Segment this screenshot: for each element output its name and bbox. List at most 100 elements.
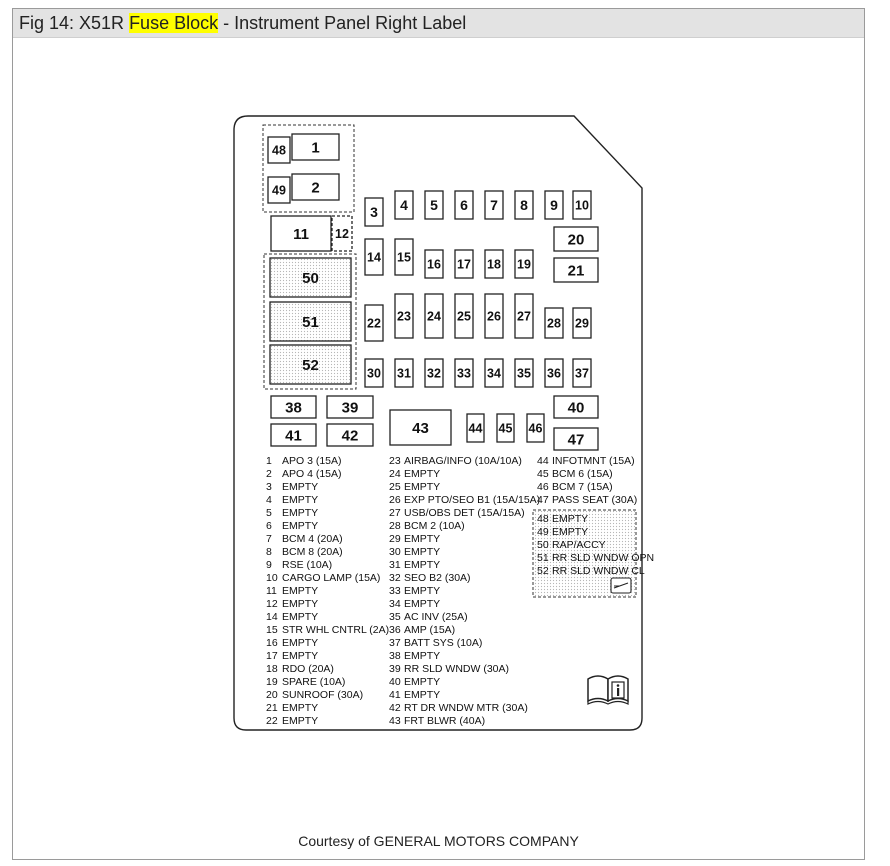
fuse-25: 25 (454, 293, 474, 339)
legend-desc-11: EMPTY (282, 585, 318, 597)
fuse-32-label: 32 (427, 367, 441, 381)
fuse-41: 41 (270, 423, 317, 447)
fuse-41-label: 41 (285, 427, 302, 444)
fuse-43-slot (389, 409, 452, 446)
fuse-45-slot (496, 413, 515, 443)
fuse-9-slot (544, 190, 564, 220)
legend-num-11: 11 (266, 585, 277, 597)
fuse-6-slot (454, 190, 474, 220)
fuse-42-slot (326, 423, 374, 447)
legend-desc-37: BATT SYS (10A) (404, 637, 482, 649)
legend-desc-28: BCM 2 (10A) (404, 520, 465, 532)
legend-num-41: 41 (389, 689, 401, 701)
fuse-20: 20 (553, 226, 599, 252)
fuse-11: 11 (270, 215, 332, 252)
fuse-31: 31 (394, 358, 414, 388)
fuse-29-slot (572, 307, 592, 339)
fuse-36-slot (544, 358, 564, 388)
fuse-29: 29 (572, 307, 592, 339)
fuse-2-slot (291, 173, 340, 201)
fuse-2-label: 2 (311, 179, 319, 196)
legend-num-8: 8 (266, 546, 272, 558)
legend-num-31: 31 (389, 559, 401, 571)
fuse-32: 32 (424, 358, 444, 388)
fuse-47-label: 47 (568, 431, 585, 448)
legend-num-42: 42 (389, 702, 401, 714)
fuse-34: 34 (484, 358, 504, 388)
legend-desc-51: RR SLD WNDW OPN (552, 552, 654, 564)
legend-desc-21: EMPTY (282, 702, 318, 714)
fuse-40-label: 40 (568, 399, 585, 416)
fuse-1: 1 (291, 133, 340, 161)
fuse-47: 47 (553, 427, 599, 451)
fuse-6-label: 6 (460, 197, 468, 213)
legend-desc-7: BCM 4 (20A) (282, 533, 343, 545)
fuse-1-label: 1 (311, 139, 319, 156)
fuse-39-label: 39 (342, 399, 359, 416)
legend-num-34: 34 (389, 598, 401, 610)
fuse-1-slot (291, 133, 340, 161)
legend-desc-33: EMPTY (404, 585, 440, 597)
fuse-45: 45 (496, 413, 515, 443)
legend-desc-43: FRT BLWR (40A) (404, 715, 485, 727)
legend-num-6: 6 (266, 520, 272, 532)
legend-desc-16: EMPTY (282, 637, 318, 649)
legend-num-20: 20 (266, 689, 278, 701)
fuse-2: 2 (291, 173, 340, 201)
figure-title-bar: Fig 14: X51R Fuse Block - Instrument Pan… (13, 9, 864, 38)
title-suffix: - Instrument Panel Right Label (218, 13, 467, 33)
owner-manual-book-icon (587, 675, 629, 705)
fuse-4: 4 (394, 190, 414, 220)
fuse-16-slot (424, 249, 444, 279)
fuse-17: 17 (454, 249, 474, 279)
fuse-38-label: 38 (285, 399, 302, 416)
legend-desc-46: BCM 7 (15A) (552, 481, 613, 493)
fuse-7: 7 (484, 190, 504, 220)
legend-desc-23: AIRBAG/INFO (10A/10A) (404, 455, 522, 467)
fuse-27-slot (514, 293, 534, 339)
legend-num-25: 25 (389, 481, 401, 493)
legend-desc-18: RDO (20A) (282, 663, 334, 675)
fuse-10-label: 10 (575, 199, 589, 213)
legend-num-44: 44 (537, 455, 549, 467)
fuse-32-slot (424, 358, 444, 388)
fuse-18: 18 (484, 249, 504, 279)
legend-desc-35: AC INV (25A) (404, 611, 468, 623)
relay-group-50-52-border (263, 253, 357, 390)
legend-desc-5: EMPTY (282, 507, 318, 519)
fuse-28-label: 28 (547, 317, 561, 331)
fuse-9: 9 (544, 190, 564, 220)
fuse-14: 14 (364, 238, 384, 276)
fuse-50-slot (269, 257, 352, 298)
fuse-16: 16 (424, 249, 444, 279)
fuse-22-slot (364, 304, 384, 342)
fuse-9-label: 9 (550, 197, 558, 213)
legend-desc-2: APO 4 (15A) (282, 468, 342, 480)
legend-desc-14: EMPTY (282, 611, 318, 623)
legend-num-35: 35 (389, 611, 401, 623)
fuse-15-slot (394, 238, 414, 276)
legend-desc-49: EMPTY (552, 526, 588, 538)
courtesy-credit: Courtesy of GENERAL MOTORS COMPANY (298, 833, 579, 849)
fuse-48-label: 48 (272, 144, 286, 158)
legend-num-43: 43 (389, 715, 401, 727)
fuse-28-slot (544, 307, 564, 339)
legend-desc-42: RT DR WNDW MTR (30A) (404, 702, 528, 714)
fuse-12-slot (331, 215, 353, 252)
fuse-21-label: 21 (568, 262, 585, 279)
fuse-24-label: 24 (427, 310, 441, 324)
legend-desc-39: RR SLD WNDW (30A) (404, 663, 509, 675)
fuse-36: 36 (544, 358, 564, 388)
fuse-15-label: 15 (397, 251, 411, 265)
legend-num-10: 10 (266, 572, 278, 584)
fuse-8: 8 (514, 190, 534, 220)
legend-desc-50: RAP/ACCY (552, 539, 606, 551)
legend-num-32: 32 (389, 572, 401, 584)
legend-desc-32: SEO B2 (30A) (404, 572, 471, 584)
legend-num-14: 14 (266, 611, 278, 623)
fuse-41-slot (270, 423, 317, 447)
fuse-42-label: 42 (342, 427, 359, 444)
fuse-5-label: 5 (430, 197, 438, 213)
legend-desc-12: EMPTY (282, 598, 318, 610)
